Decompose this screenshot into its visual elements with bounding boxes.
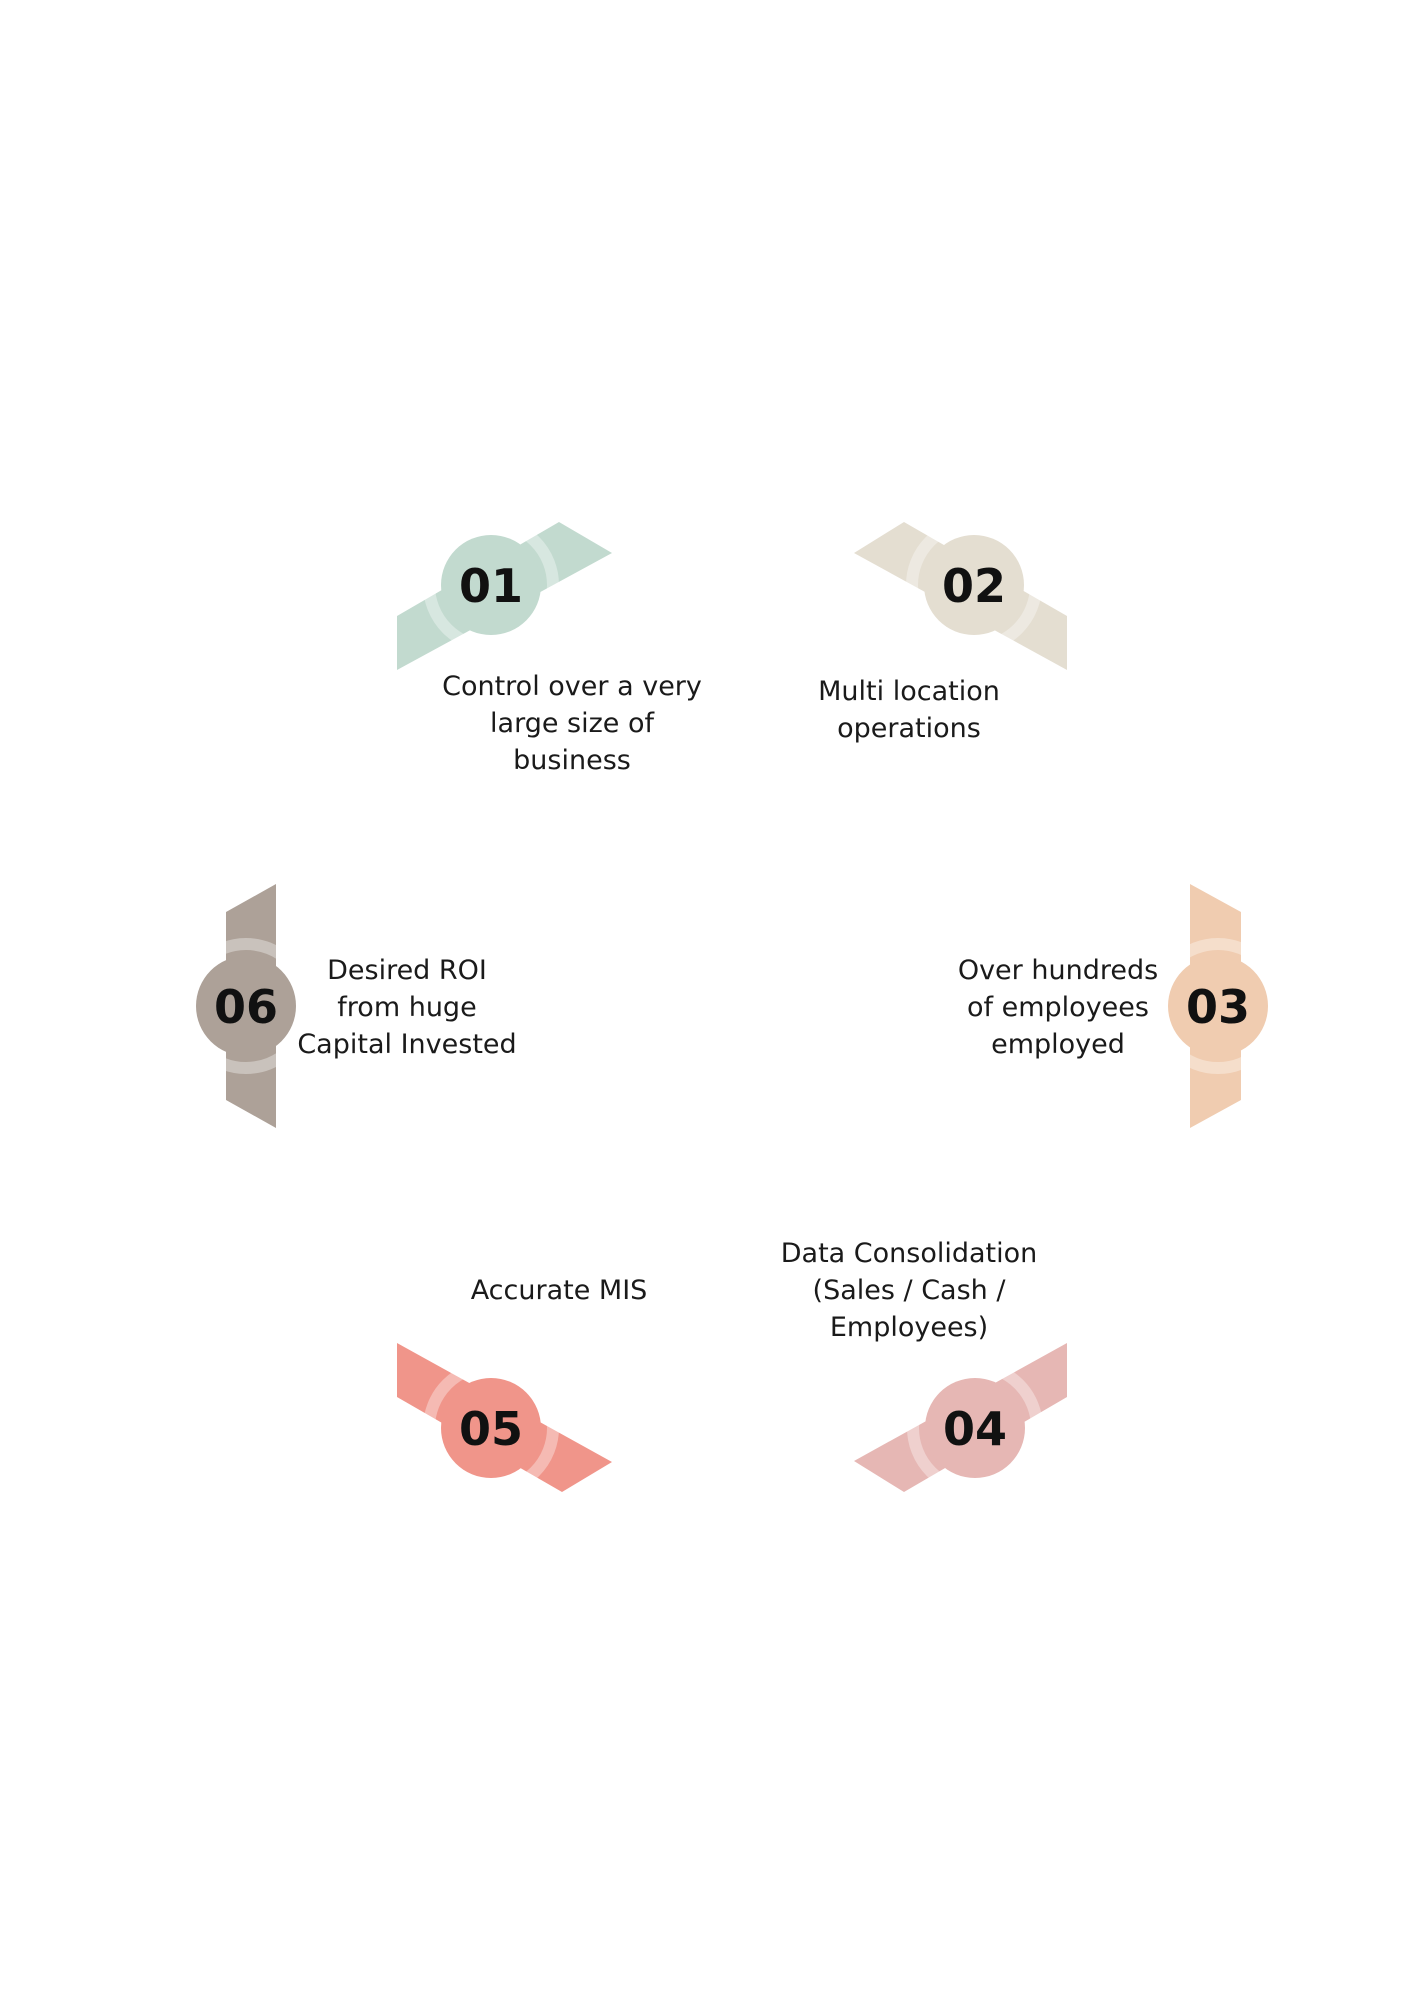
step-02-label: Multi location operations (749, 673, 1069, 747)
step-06-label-line: Capital Invested (297, 1029, 517, 1060)
step-06-circle (196, 956, 296, 1056)
step-01-label-line: large size of (490, 708, 654, 739)
step-06-label-line: from huge (337, 992, 477, 1023)
step-06-label-line: Desired ROI (327, 955, 487, 986)
step-04-number: 04 (943, 1402, 1007, 1456)
step-02-number: 02 (942, 559, 1006, 613)
step-02-halo (906, 517, 1042, 653)
step-04-label-line: Data Consolidation (780, 1238, 1038, 1269)
step-04-circle (925, 1378, 1025, 1478)
step-06-number: 06 (214, 980, 278, 1034)
step-05-label: Accurate MIS (399, 1272, 719, 1309)
step-06-badge: 06 (178, 884, 314, 1128)
step-03-label-line: of employees (967, 992, 1149, 1023)
step-03-label-line: Over hundreds (957, 955, 1159, 986)
step-03-halo (1150, 938, 1286, 1074)
step-02-label-line: Multi location (818, 676, 1000, 707)
step-06-label: Desired ROI from huge Capital Invested (247, 952, 567, 1063)
step-06-halo (178, 938, 314, 1074)
step-02-circle (924, 535, 1024, 635)
step-05-halo (423, 1360, 559, 1496)
step-03-label-line: employed (991, 1029, 1125, 1060)
step-03-number: 03 (1186, 980, 1250, 1034)
step-01-circle (441, 535, 541, 635)
step-04-badge: 04 (854, 1343, 1067, 1496)
step-01-halo (423, 517, 559, 653)
step-01-label: Control over a very large size of busine… (412, 668, 732, 779)
step-01-badge: 01 (397, 517, 612, 670)
step-03-circle (1168, 956, 1268, 1056)
step-02-badge: 02 (854, 517, 1067, 670)
step-04-halo (907, 1360, 1043, 1496)
step-04-label: Data Consolidation (Sales / Cash / Emplo… (749, 1235, 1069, 1346)
step-04-label-line: (Sales / Cash / (812, 1275, 1006, 1306)
step-01-label-line: business (513, 745, 631, 776)
step-03-badge: 03 (1150, 884, 1286, 1128)
step-01-number: 01 (459, 559, 523, 613)
step-04-label-line: Employees) (829, 1312, 989, 1343)
step-05-badge: 05 (397, 1343, 612, 1496)
step-05-circle (441, 1378, 541, 1478)
step-01-label-line: Control over a very (442, 671, 702, 702)
step-02-label-line: operations (837, 713, 981, 744)
step-05-label-line: Accurate MIS (470, 1275, 648, 1306)
step-05-number: 05 (459, 1402, 523, 1456)
step-03-label: Over hundreds of employees employed (898, 952, 1218, 1063)
